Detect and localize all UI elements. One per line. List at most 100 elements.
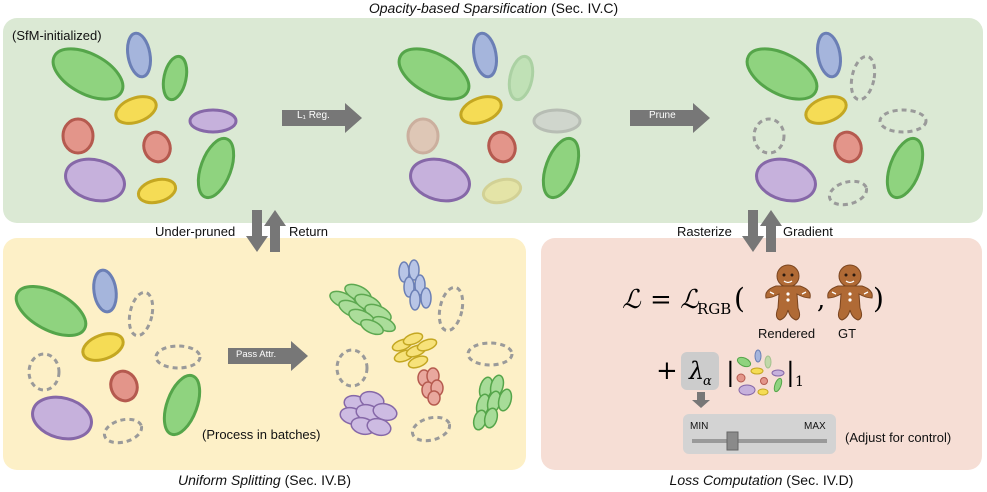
blue-gaussian bbox=[472, 31, 498, 79]
pruned-gaussian-outline bbox=[466, 341, 514, 367]
loss-title-ref: (Sec. IV.D) bbox=[786, 472, 854, 488]
red-gaussian bbox=[142, 130, 172, 164]
purple-gaussian bbox=[31, 395, 93, 441]
link-arrows-right bbox=[742, 210, 782, 252]
lambda-slider[interactable] bbox=[683, 414, 836, 454]
lambda-to-slider-arrow bbox=[692, 392, 710, 408]
plus-sign: + bbox=[656, 356, 678, 386]
green-gaussian bbox=[14, 285, 88, 337]
red-split-cluster bbox=[417, 367, 444, 406]
close-paren: ) bbox=[873, 282, 884, 315]
pruned-gaussian-outline bbox=[102, 417, 144, 445]
red-gaussian bbox=[61, 117, 95, 155]
gingerbread-gt-icon bbox=[827, 264, 873, 321]
prune-label: Prune bbox=[649, 110, 676, 121]
lambda-box bbox=[681, 352, 719, 390]
gradient-label: Gradient bbox=[783, 224, 833, 239]
splitting-title: Uniform Splitting (Sec. IV.B) bbox=[3, 472, 526, 488]
red-gaussian bbox=[109, 369, 139, 403]
yellow-gaussian bbox=[114, 95, 158, 125]
green-gaussian bbox=[885, 136, 925, 200]
link-arrows-left bbox=[246, 210, 286, 252]
rasterize-label: Rasterize bbox=[677, 224, 732, 239]
stage-sfm-initialized bbox=[51, 31, 238, 205]
return-arrow bbox=[264, 210, 286, 252]
splitting-title-main: Uniform Splitting bbox=[178, 472, 281, 488]
green-gaussian bbox=[541, 136, 581, 200]
gingerbread-rendered-icon bbox=[765, 264, 811, 321]
norm-bar-left: | bbox=[726, 358, 735, 388]
sparsification-title-ref: (Sec. IV.C) bbox=[550, 0, 619, 16]
slider-track[interactable] bbox=[692, 439, 827, 443]
faded-yellow-gaussian bbox=[481, 177, 523, 205]
purple-gaussian bbox=[64, 157, 126, 203]
norm-bar-right: | bbox=[786, 358, 795, 388]
yellow-gaussian bbox=[136, 177, 178, 205]
comma: , bbox=[817, 285, 825, 315]
gradient-arrow bbox=[760, 210, 782, 252]
blue-split-cluster bbox=[398, 259, 432, 311]
loss-formula: ℒ = ℒ RGB ( , ) + λ α | bbox=[622, 264, 884, 408]
green-gaussian bbox=[51, 47, 125, 101]
arrow-prune bbox=[630, 103, 710, 133]
pruned-gaussian-outline bbox=[410, 415, 452, 443]
process-batches-note: (Process in batches) bbox=[202, 427, 321, 442]
pruned-gaussian-outline bbox=[827, 179, 869, 207]
slider-max-label: MAX bbox=[804, 421, 826, 432]
purple-split-cluster bbox=[339, 390, 398, 437]
purple-gaussian bbox=[188, 108, 238, 134]
faded-purple-gaussian bbox=[532, 108, 582, 134]
open-paren: ( bbox=[734, 282, 745, 315]
pruned-gaussian-outline bbox=[154, 344, 202, 370]
green-split-cluster bbox=[329, 283, 396, 336]
gt-label: GT bbox=[838, 326, 857, 341]
mini-gaussians-icon bbox=[736, 349, 785, 396]
blue-gaussian bbox=[816, 31, 842, 79]
lambda-symbol: λ bbox=[688, 357, 704, 385]
pruned-gaussian-outline bbox=[878, 108, 928, 134]
split-input-cluster bbox=[14, 268, 202, 445]
loss-rgb-subscript: RGB bbox=[697, 300, 731, 318]
arrow-l1-reg bbox=[282, 103, 362, 133]
pruned-gaussian-outline bbox=[752, 117, 786, 155]
l1-reg-label: L₁ Reg. bbox=[297, 110, 330, 121]
norm-subscript: 1 bbox=[795, 374, 804, 390]
pruned-gaussian-outline bbox=[27, 352, 61, 392]
green-split-cluster-2 bbox=[472, 374, 513, 431]
stage-pruned bbox=[745, 31, 928, 207]
yellow-gaussian bbox=[459, 95, 503, 125]
pass-attr-label: Pass Attr. bbox=[236, 349, 277, 360]
purple-gaussian bbox=[409, 157, 471, 203]
slider-min-label: MIN bbox=[690, 421, 709, 432]
pruned-gaussian-outline bbox=[127, 290, 155, 338]
yellow-split-cluster bbox=[391, 332, 438, 369]
slider-handle[interactable] bbox=[726, 431, 739, 451]
rendered-label: Rendered bbox=[758, 326, 816, 341]
sparsification-title-main: Opacity-based Sparsification bbox=[368, 0, 548, 16]
loss-title: Loss Computation (Sec. IV.D) bbox=[541, 472, 982, 488]
green-gaussian bbox=[162, 373, 202, 437]
loss-title-main: Loss Computation bbox=[669, 472, 783, 488]
green-gaussian bbox=[745, 47, 819, 101]
under-pruned-arrow bbox=[246, 210, 268, 252]
equals-sign: = bbox=[650, 285, 672, 315]
sfm-init-label: (SfM-initialized) bbox=[12, 28, 102, 43]
return-label: Return bbox=[289, 224, 329, 239]
yellow-gaussian bbox=[81, 332, 125, 362]
arrow-pass-attr bbox=[228, 341, 308, 371]
loss-symbol: ℒ bbox=[622, 285, 642, 315]
sparsification-title: Opacity-based Sparsification (Sec. IV.C) bbox=[0, 0, 987, 16]
green-gaussian bbox=[161, 54, 189, 102]
rasterize-arrow bbox=[742, 210, 764, 252]
faded-green-gaussian bbox=[507, 54, 535, 102]
green-gaussian bbox=[397, 47, 471, 101]
purple-gaussian bbox=[755, 157, 817, 203]
slider-background bbox=[683, 414, 836, 454]
lambda-subscript: α bbox=[703, 374, 712, 389]
pruned-gaussian-outline bbox=[437, 285, 465, 333]
red-gaussian bbox=[487, 130, 517, 164]
split-output-clusters bbox=[329, 259, 514, 443]
faded-red-gaussian bbox=[406, 117, 440, 155]
stage-l1-regularized bbox=[397, 31, 582, 205]
